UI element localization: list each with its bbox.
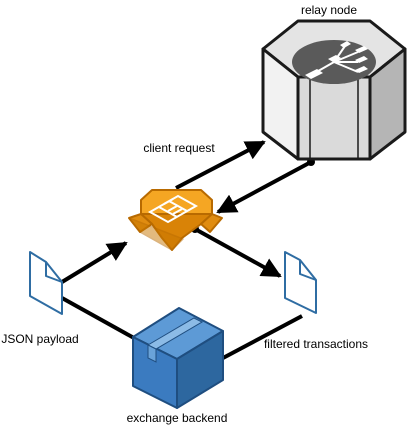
relay-node[interactable] [261,19,407,161]
exchange-backend-label: exchange backend [127,411,228,425]
relay-node-side-right [368,47,407,161]
document-icon [29,251,63,315]
document-icon [284,251,317,314]
edge-relay-to-gateway [216,160,312,214]
edge-gateway-to-relay [175,140,266,190]
relay-node-side-front [296,75,372,161]
edge-json-to-backend [61,296,135,340]
firewall-brick-icon [147,194,199,224]
json-payload-label: JSON payload [1,332,78,346]
edge-gateway-to-filtered [194,227,282,278]
exchange-backend-node[interactable] [132,307,224,409]
cube-right-face [176,330,224,409]
edge-backend-to-filtered [222,314,303,360]
client-request-label: client request [143,141,215,155]
json-payload-doc[interactable] [29,251,63,315]
gateway-node[interactable] [128,189,223,251]
filtered-transactions-doc[interactable] [284,251,317,314]
relay-node-label: relay node [301,3,357,17]
edges [60,140,315,360]
labels: relay node client request JSON payload f… [1,3,368,425]
network-icon [292,40,376,84]
edge-json-to-gateway [60,241,128,284]
filtered-transactions-label: filtered transactions [264,337,368,351]
